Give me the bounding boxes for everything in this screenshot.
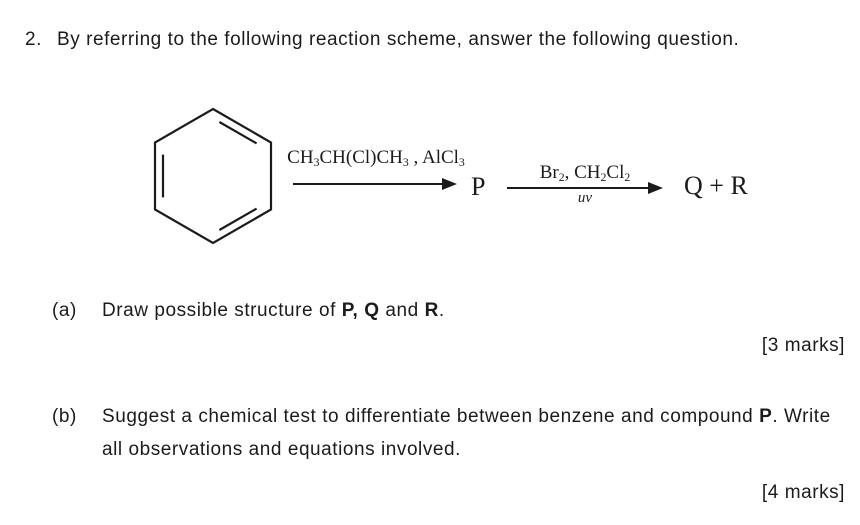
part-b-marks: [4 marks] bbox=[761, 482, 845, 503]
question-number: 2. bbox=[25, 29, 42, 50]
question-intro-text: By referring to the following reaction s… bbox=[57, 29, 740, 50]
part-a-text: Draw possible structure of P, Q and R. bbox=[102, 300, 445, 321]
step2-reagents-label: Br2, CH2Cl2 bbox=[539, 162, 631, 184]
part-a-label: (a) bbox=[52, 300, 77, 321]
step2-condition-label: uv bbox=[577, 190, 593, 206]
benzene-double-bond-bottom-right bbox=[218, 207, 258, 231]
part-b-label: (b) bbox=[52, 406, 77, 427]
benzene-hexagon bbox=[153, 107, 273, 245]
benzene-ring-icon bbox=[153, 107, 273, 245]
part-a-marks: [3 marks] bbox=[761, 335, 845, 356]
reaction-arrow-2 bbox=[507, 187, 648, 189]
compound-p-label: P bbox=[471, 172, 486, 201]
compounds-q-r-label: Q + R bbox=[684, 171, 748, 200]
benzene-double-bond-top-right bbox=[218, 121, 258, 145]
reaction-arrow-1 bbox=[293, 183, 442, 185]
step1-reagents-label: CH3CH(Cl)CH3 , AlCl3 bbox=[287, 147, 465, 169]
part-b-text: Suggest a chemical test to differentiate… bbox=[102, 406, 831, 460]
